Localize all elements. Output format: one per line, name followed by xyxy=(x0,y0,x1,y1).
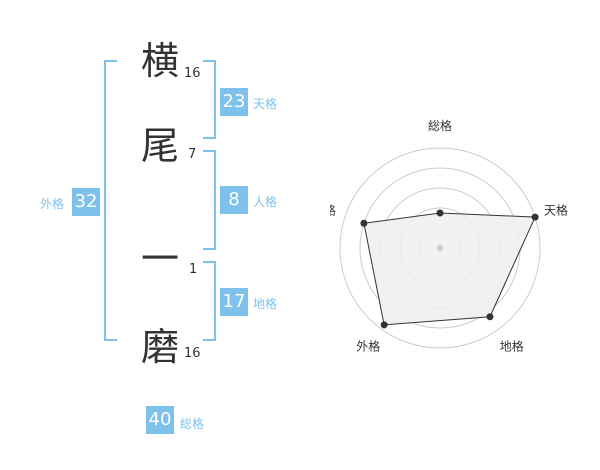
soukaku-label: 総格 xyxy=(180,417,205,431)
radar-area xyxy=(363,212,536,326)
stroke-count-4: 16 xyxy=(184,346,201,361)
radar-point-3 xyxy=(486,313,494,321)
chikaku-value: 17 xyxy=(220,288,248,316)
gaikaku-value: 32 xyxy=(72,188,100,216)
radar-axis-label-5: 人格 xyxy=(330,202,336,217)
radar-axis-label-2: 天格 xyxy=(544,202,568,217)
radar-axis-label-1: 総格 xyxy=(428,118,452,133)
stroke-count-2: 7 xyxy=(188,147,197,162)
name-char-1: 横 xyxy=(141,39,180,83)
stroke-count-1: 16 xyxy=(184,66,201,81)
chikaku-bracket xyxy=(203,261,216,341)
radar-ring xyxy=(339,147,541,349)
radar-point-2 xyxy=(531,213,539,221)
stroke-count-3: 1 xyxy=(189,262,198,277)
radar-point-1 xyxy=(436,209,444,217)
radar-center xyxy=(437,245,443,251)
soukaku-value: 40 xyxy=(146,406,174,434)
name-char-4: 磨 xyxy=(141,325,180,369)
radar-axis-label-4: 外格 xyxy=(356,339,380,354)
tenkaku-bracket xyxy=(203,60,216,139)
tenkaku-value: 23 xyxy=(220,88,248,116)
jinkaku-value: 8 xyxy=(220,186,248,214)
gaikaku-bracket xyxy=(104,60,117,341)
gaikaku-label: 外格 xyxy=(40,197,65,211)
radar-axis-label-3: 地格 xyxy=(500,339,524,354)
chikaku-label: 地格 xyxy=(253,297,278,311)
jinkaku-label: 人格 xyxy=(253,195,278,209)
jinkaku-bracket xyxy=(203,150,216,250)
radar-point-4 xyxy=(380,321,388,329)
name-char-3: 一 xyxy=(141,237,180,281)
tenkaku-label: 天格 xyxy=(253,97,278,111)
radar-point-5 xyxy=(360,219,368,227)
name-char-2: 尾 xyxy=(141,124,180,168)
